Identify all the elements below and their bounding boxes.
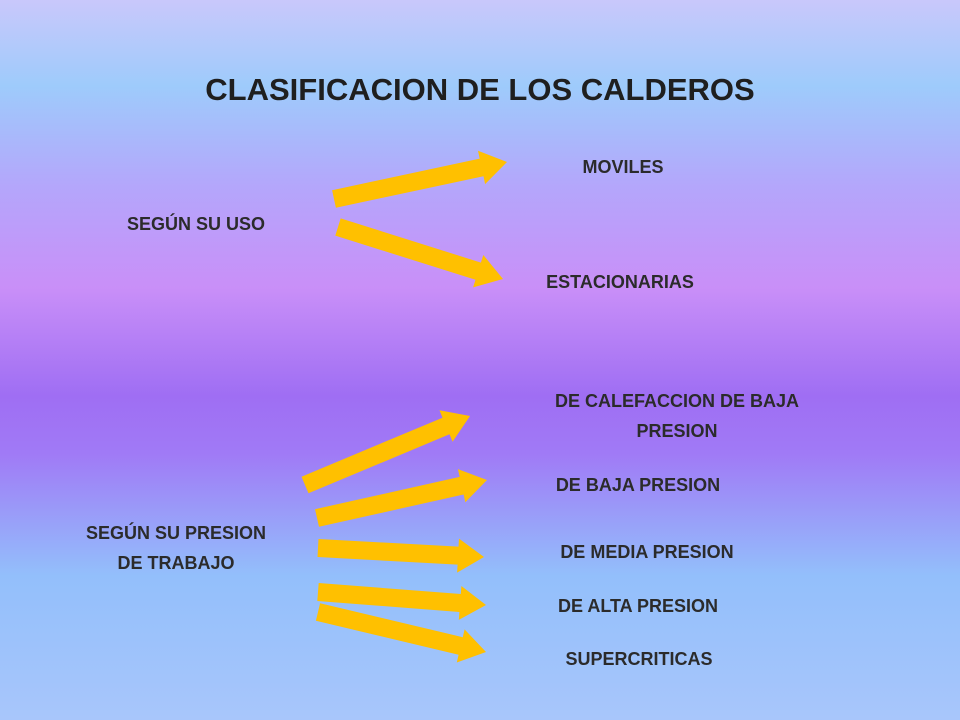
arrow-presion-alta: [317, 583, 486, 620]
item-alta-presion: DE ALTA PRESION: [538, 591, 738, 621]
item-calefaccion-line-2: PRESION: [636, 421, 718, 441]
item-moviles: MOVILES: [523, 152, 723, 182]
item-media-presion: DE MEDIA PRESION: [537, 537, 757, 567]
arrow-presion-baja: [315, 469, 487, 527]
group-label-presion: SEGÚN SU PRESION DE TRABAJO: [56, 518, 296, 578]
item-supercriticas: SUPERCRITICAS: [539, 644, 739, 674]
arrow-presion-supercriticas: [315, 603, 486, 663]
item-alta-presion-line-1: DE ALTA PRESION: [557, 596, 718, 616]
item-calefaccion-baja-presion: DE CALEFACCION DE BAJA PRESION: [536, 386, 818, 446]
group-label-uso-line-1: SEGÚN SU USO: [126, 214, 266, 234]
item-estacionarias: ESTACIONARIAS: [520, 267, 720, 297]
slide-title: CLASIFICACION DE LOS CALDEROS: [205, 72, 755, 107]
item-baja-presion-line-1: DE BAJA PRESION: [555, 475, 721, 495]
arrow-presion-media: [317, 538, 484, 573]
item-media-presion-line-1: DE MEDIA PRESION: [560, 542, 734, 562]
arrow-presion-calefaccion: [301, 410, 470, 494]
item-estacionarias-line-1: ESTACIONARIAS: [546, 272, 694, 292]
item-baja-presion: DE BAJA PRESION: [538, 470, 738, 500]
item-calefaccion-line-1: DE CALEFACCION DE BAJA: [554, 391, 800, 411]
item-supercriticas-line-1: SUPERCRITICAS: [565, 649, 713, 669]
group-label-uso: SEGÚN SU USO: [96, 209, 296, 239]
group-label-presion-line-1: SEGÚN SU PRESION: [85, 523, 267, 543]
group-label-presion-line-2: DE TRABAJO: [117, 553, 235, 573]
item-moviles-line-1: MOVILES: [582, 157, 664, 177]
arrow-uso-moviles: [332, 150, 507, 208]
arrow-uso-estacionarias: [335, 218, 503, 288]
